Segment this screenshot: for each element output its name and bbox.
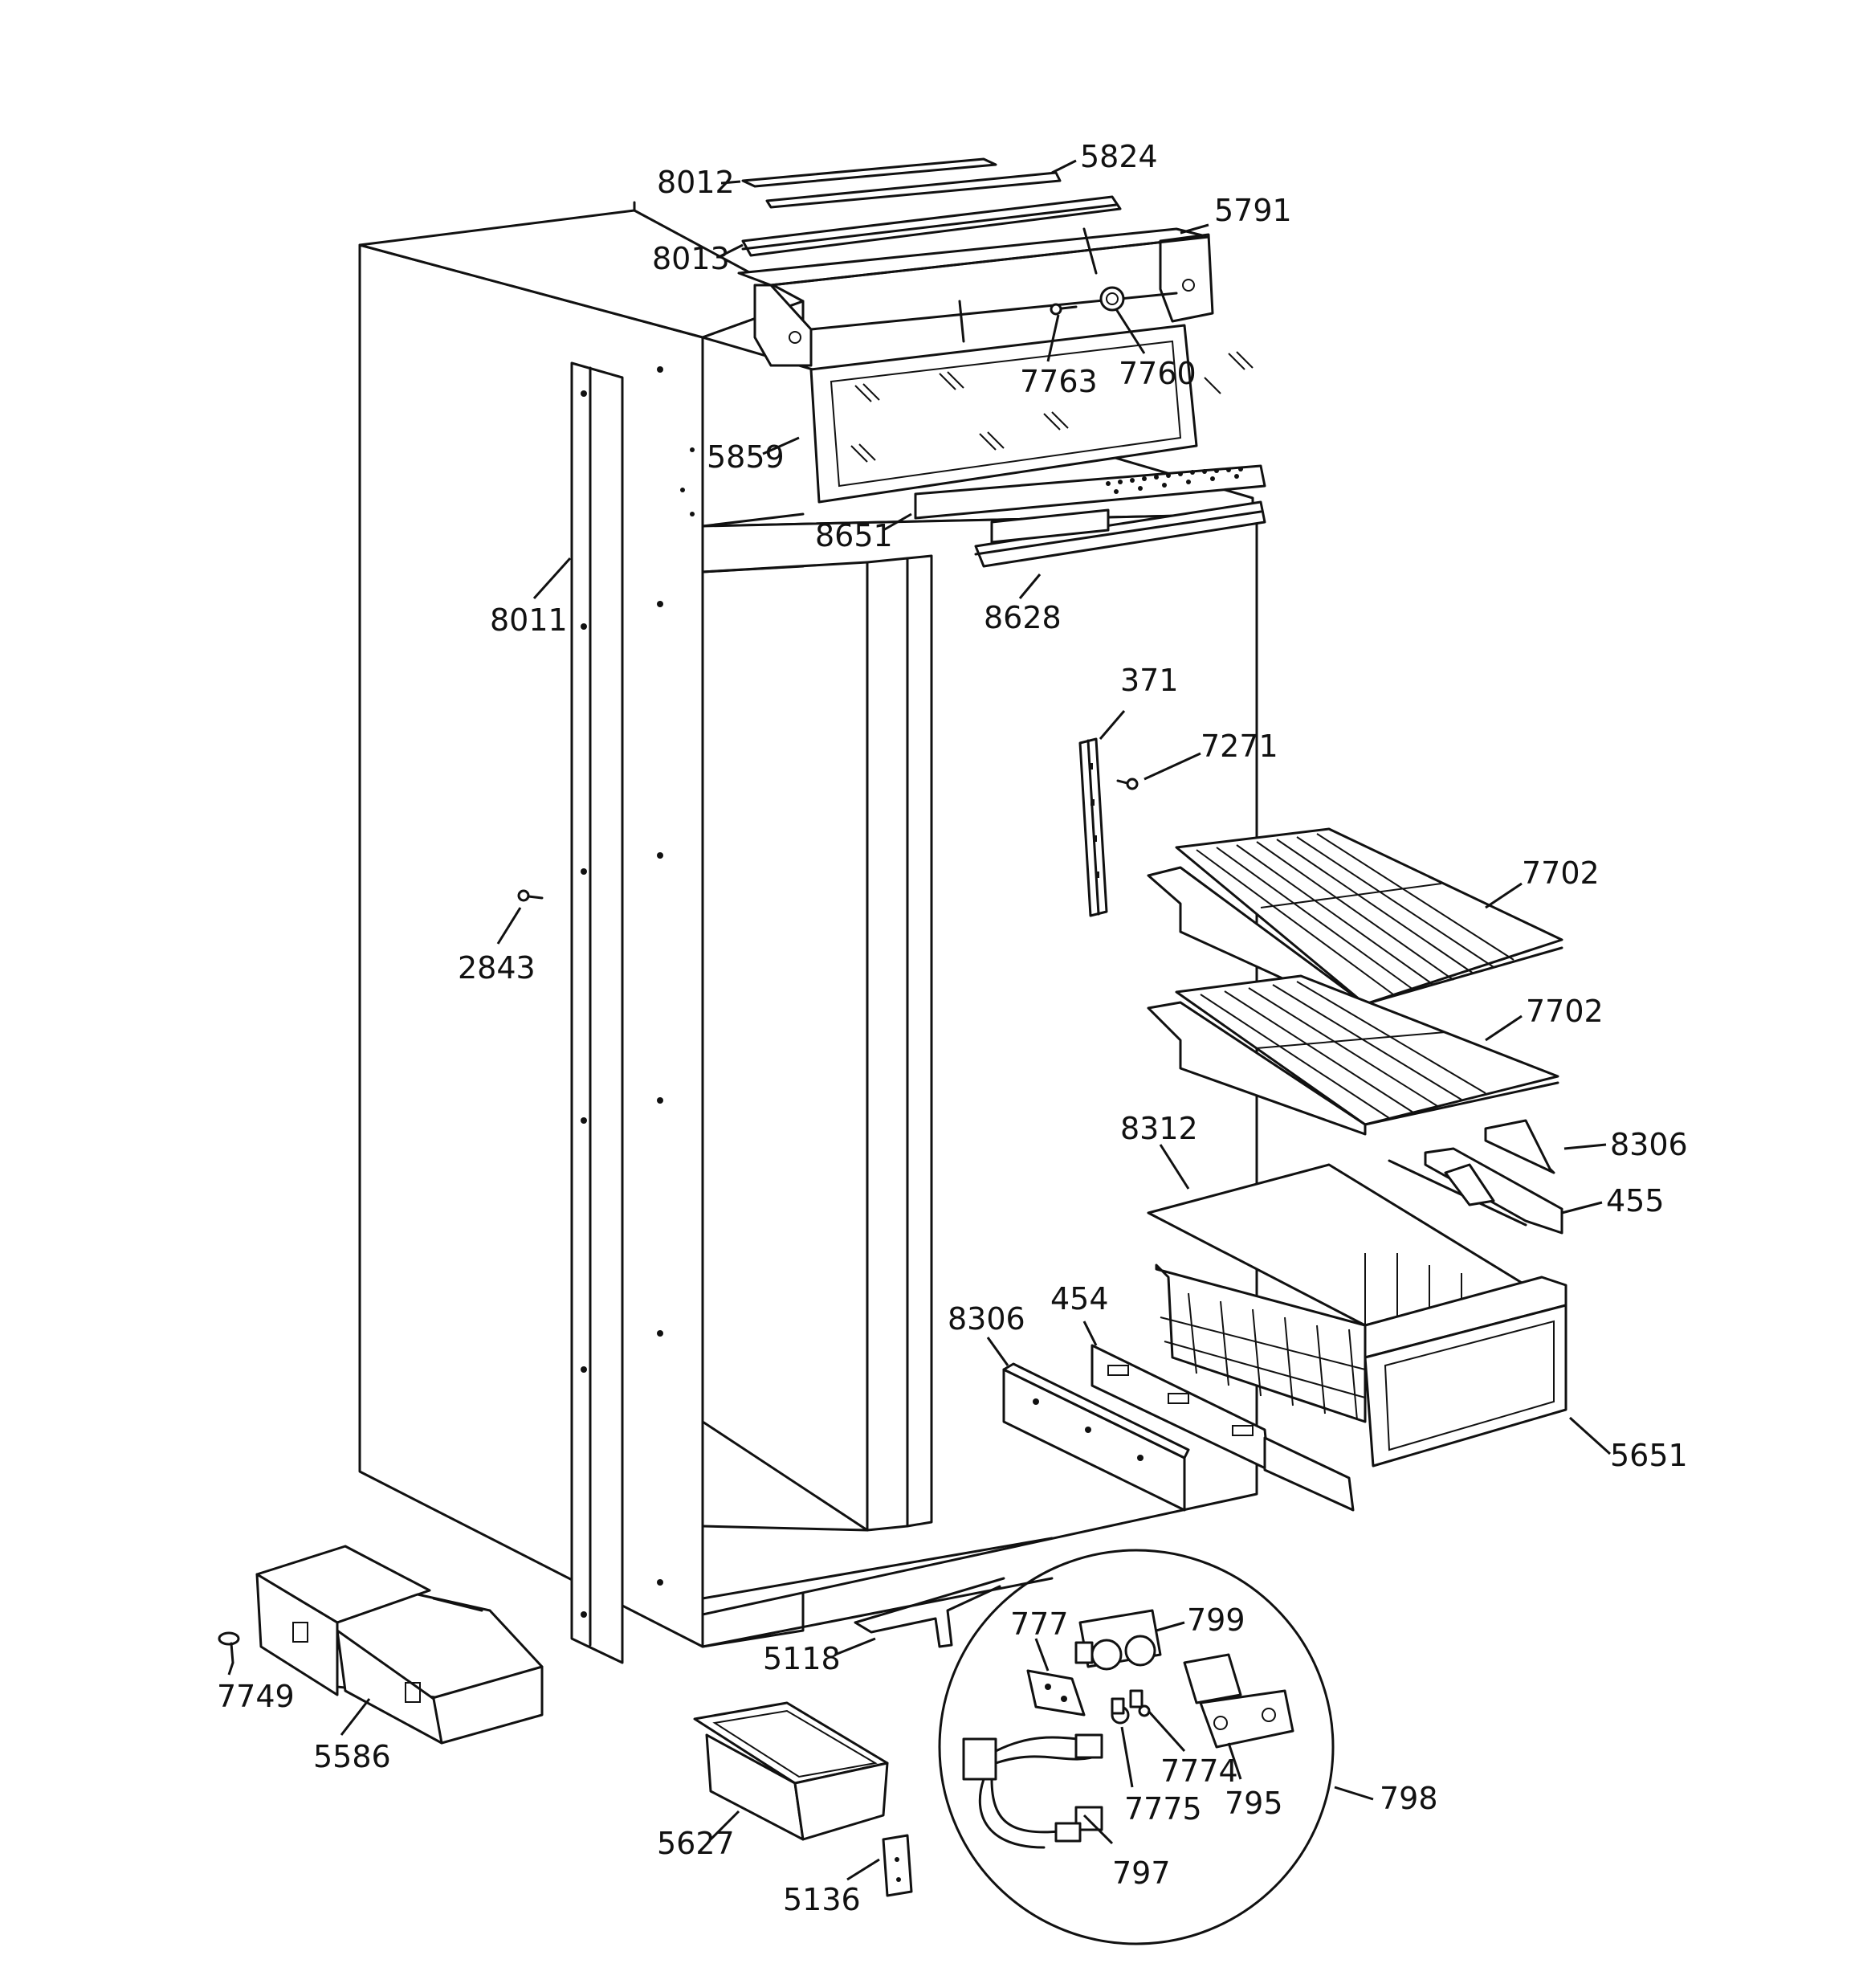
- callout-798: 798: [1380, 1781, 1438, 1816]
- callout-8013: 8013: [652, 241, 730, 276]
- callout-8306-right: 8306: [1610, 1127, 1688, 1162]
- callout-8628: 8628: [984, 600, 1062, 635]
- part-8628-grille: [974, 500, 1266, 568]
- callout-371: 371: [1120, 663, 1179, 698]
- callout-7774: 7774: [1160, 1753, 1238, 1789]
- part-798-water-valve-kit-detail: [938, 1549, 1335, 1945]
- callout-797: 797: [1112, 1855, 1171, 1891]
- part-7760-socket: [1099, 286, 1125, 312]
- part-5651-drawer-front: [1364, 1276, 1567, 1468]
- part-7702-shelf-lower: [1147, 974, 1559, 1136]
- callout-795: 795: [1225, 1786, 1283, 1821]
- part-777-bracket: [1026, 1669, 1086, 1717]
- callout-8011: 8011: [490, 602, 568, 638]
- part-8013-channel: [741, 195, 1122, 257]
- part-799-water-valve: [1074, 1609, 1162, 1671]
- callout-5136: 5136: [783, 1882, 861, 1917]
- callout-7702-upper: 7702: [1522, 855, 1600, 891]
- part-5627-bin: [693, 1701, 889, 1841]
- part-8011-trim-strip: [570, 361, 624, 1664]
- part-8651-vent-panel: [914, 464, 1266, 520]
- part-8012-strip: [741, 157, 997, 188]
- callout-454: 454: [1050, 1281, 1109, 1316]
- part-5859-light-shield: [809, 324, 1254, 504]
- part-795-switch-bracket: [1183, 1653, 1294, 1749]
- callout-7749: 7749: [217, 1679, 295, 1714]
- part-8312-wire-basket: [1147, 1163, 1527, 1423]
- part-371-shelf-ladder: [1078, 737, 1108, 917]
- part-7775-fitting: [1111, 1697, 1130, 1725]
- part-454-slide-left: [1090, 1344, 1355, 1512]
- part-7749-plug: [218, 1631, 240, 1664]
- callout-7702-lower: 7702: [1526, 994, 1604, 1029]
- part-5791-light-housing: [737, 227, 1214, 367]
- callout-labels: 8012 5824 5791 8013 7763 7760 5859 8651 …: [217, 139, 1688, 1917]
- leader-lines: [227, 159, 1612, 1881]
- callout-8306-left: 8306: [948, 1301, 1025, 1337]
- part-5824-strip: [765, 171, 1062, 209]
- callout-7775: 7775: [1124, 1791, 1202, 1827]
- callout-799: 799: [1187, 1602, 1245, 1638]
- part-8306-rail-left: [1002, 1362, 1190, 1512]
- part-2843-screw: [517, 889, 544, 902]
- callout-8312: 8312: [1120, 1111, 1198, 1146]
- callout-5627: 5627: [657, 1826, 735, 1861]
- callout-8651: 8651: [815, 518, 893, 553]
- part-5136-bracket: [882, 1834, 913, 1897]
- callout-2843: 2843: [458, 950, 536, 986]
- part-7774-fitting: [1129, 1689, 1151, 1717]
- part-797-wire-harness: [962, 1733, 1103, 1849]
- part-7763-screw: [1050, 303, 1078, 316]
- callout-455: 455: [1606, 1183, 1665, 1219]
- part-7271-screw: [1116, 778, 1139, 790]
- callout-5651: 5651: [1610, 1438, 1688, 1473]
- part-455-slide-right: [1388, 1147, 1563, 1235]
- callout-5791: 5791: [1214, 193, 1292, 228]
- callout-7760: 7760: [1119, 356, 1196, 391]
- callout-7271: 7271: [1201, 729, 1278, 764]
- callout-7763: 7763: [1020, 364, 1098, 399]
- callout-777: 777: [1010, 1606, 1069, 1642]
- part-5586-water-tank-housing: [255, 1545, 544, 1745]
- callout-5118: 5118: [763, 1641, 841, 1676]
- callout-5859: 5859: [707, 439, 785, 475]
- callout-8012: 8012: [657, 165, 735, 200]
- part-5118-wire-loop: [854, 1577, 1005, 1648]
- callout-5824: 5824: [1080, 139, 1158, 174]
- part-8306-rail-right: [1484, 1119, 1555, 1174]
- callout-5586: 5586: [313, 1739, 391, 1774]
